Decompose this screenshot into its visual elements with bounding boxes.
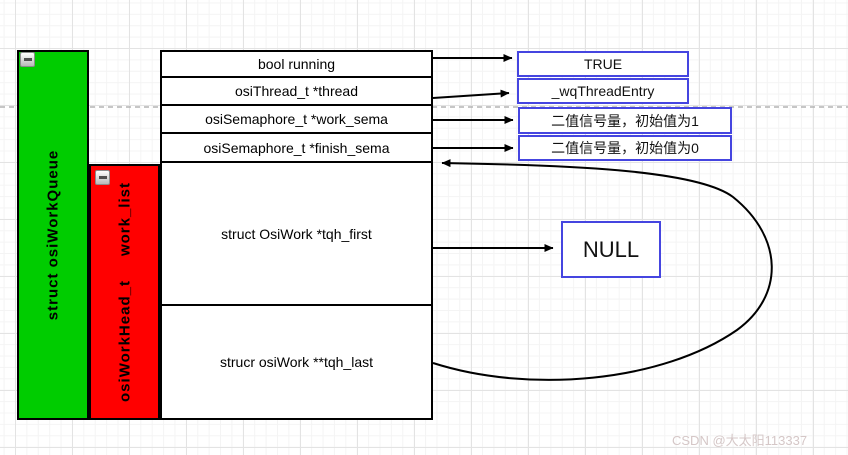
field-row-thread[interactable]: osiThread_t *thread <box>162 78 431 106</box>
value-box-work-semaphore[interactable]: 二值信号量，初始值为1 <box>518 107 732 134</box>
value-box-wqthreadentry[interactable]: _wqThreadEntry <box>517 78 689 104</box>
field-row-running[interactable]: bool running <box>162 52 431 78</box>
field-row-work-sema[interactable]: osiSemaphore_t *work_sema <box>162 106 431 134</box>
arrow-tqhlast-loop-to-struct[interactable] <box>432 159 773 381</box>
arrow-thread-to-wqthreadentry[interactable] <box>432 89 510 99</box>
struct-osiworkqueue-container[interactable]: struct osiWorkQueue <box>17 50 89 420</box>
csdn-watermark: CSDN @大太阳113337 <box>672 433 808 448</box>
minus-icon <box>23 58 32 61</box>
value-box-finish-semaphore[interactable]: 二值信号量，初始值为0 <box>518 135 732 161</box>
collapse-button-osiworkqueue[interactable] <box>20 52 35 67</box>
field-row-finish-sema[interactable]: osiSemaphore_t *finish_sema <box>162 134 431 163</box>
field-row-tqh-last[interactable]: strucr osiWork **tqh_last <box>219 354 373 370</box>
collapse-button-worklist[interactable] <box>95 170 110 185</box>
minus-icon <box>98 176 107 179</box>
value-box-true[interactable]: TRUE <box>517 51 689 77</box>
field-row-tqh-first[interactable]: struct OsiWork *tqh_first <box>162 163 431 306</box>
struct-field-table: bool running osiThread_t *thread osiSema… <box>160 50 433 420</box>
value-box-null[interactable]: NULL <box>561 221 661 278</box>
worklist-container[interactable]: osiWorkHead_t work_list <box>89 164 160 420</box>
